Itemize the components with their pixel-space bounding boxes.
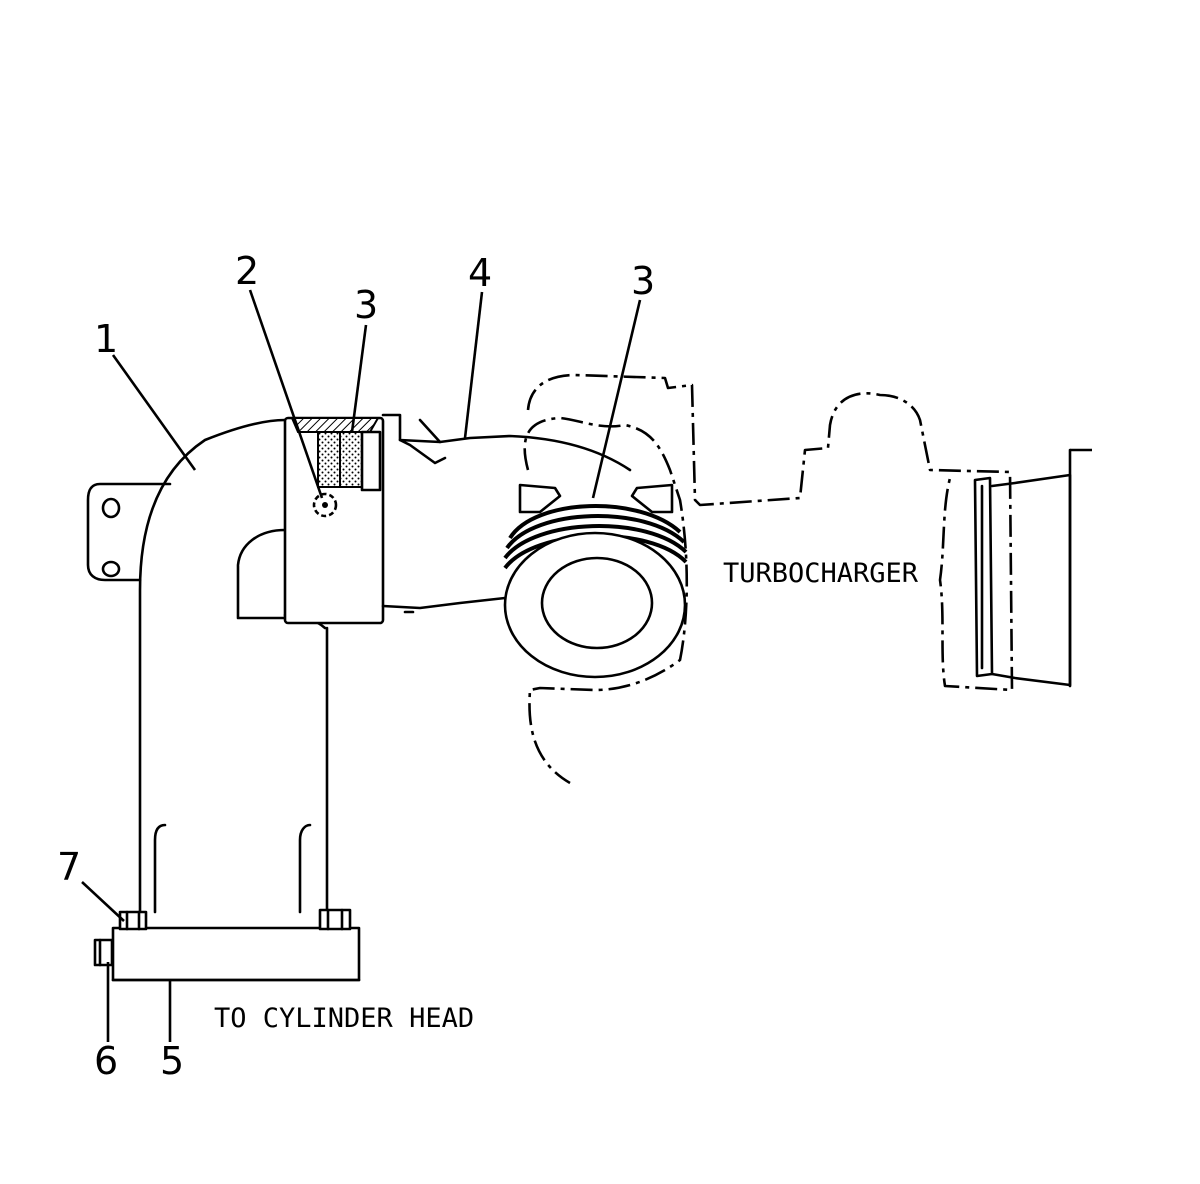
turbo-inlet-collar — [503, 483, 688, 679]
callout-7: 7 — [57, 845, 81, 889]
clamp-band — [283, 416, 385, 625]
exhaust-elbow — [86, 418, 329, 914]
flange-to-cylinder-head — [93, 908, 361, 982]
callout-3-gasket: 3 — [354, 283, 378, 327]
crossover-tube — [381, 413, 632, 614]
callout-5: 5 — [160, 1039, 184, 1083]
leader-lines — [81, 289, 642, 1042]
callout-2: 2 — [235, 249, 259, 293]
to-cylinder-head-label: TO CYLINDER HEAD — [214, 1003, 474, 1034]
callout-6: 6 — [94, 1039, 118, 1083]
callout-4: 4 — [468, 251, 492, 295]
callout-1: 1 — [94, 317, 118, 361]
turbocharger-outline — [523, 373, 1098, 785]
turbocharger-label: TURBOCHARGER — [723, 558, 919, 589]
callout-3-turbo: 3 — [631, 259, 655, 303]
